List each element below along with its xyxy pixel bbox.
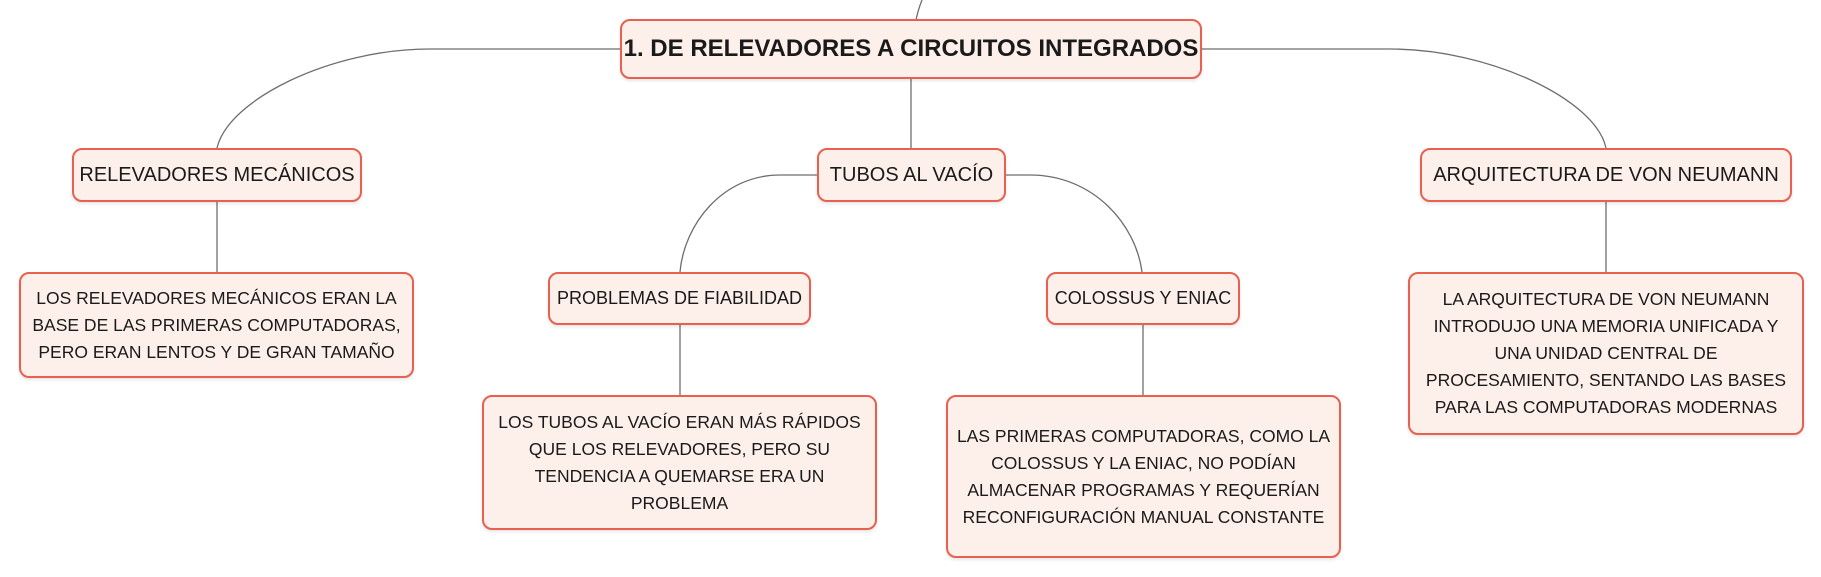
detail-relevadores-mecanicos-text: LOS RELEVADORES MECÁNICOS ERAN LA BASE D…: [32, 287, 401, 362]
subtopic-problemas-de-fiabilidad[interactable]: PROBLEMAS DE FIABILIDAD: [548, 272, 811, 325]
subtopic-colossus-y-eniac-label: COLOSSUS Y ENIAC: [1054, 288, 1232, 308]
detail-arquitectura-von-neumann-text: LA ARQUITECTURA DE VON NEUMANN INTRODUJO…: [1425, 289, 1787, 417]
subtopic-colossus-y-eniac[interactable]: COLOSSUS Y ENIAC: [1046, 272, 1240, 325]
connector-tubos-fiabilidad: [679, 174, 818, 273]
topic-relevadores-mecanicos[interactable]: RELEVADORES MECÁNICOS: [72, 148, 362, 202]
topic-tubos-al-vacio-label: TUBOS AL VACÍO: [829, 163, 994, 186]
connector-tubos-colossus: [1005, 174, 1143, 273]
subtopic-problemas-de-fiabilidad-label: PROBLEMAS DE FIABILIDAD: [556, 288, 803, 308]
root-label: 1. DE RELEVADORES A CIRCUITOS INTEGRADOS: [623, 35, 1199, 62]
connector-root-parent: [915, 0, 923, 21]
root-node[interactable]: 1. DE RELEVADORES A CIRCUITOS INTEGRADOS: [620, 19, 1202, 79]
connector-root-mecanicos: [216, 48, 622, 149]
detail-relevadores-mecanicos[interactable]: LOS RELEVADORES MECÁNICOS ERAN LA BASE D…: [19, 272, 414, 378]
detail-colossus-y-eniac[interactable]: LAS PRIMERAS COMPUTADORAS, COMO LA COLOS…: [946, 395, 1341, 558]
connector-root-vonneumann: [1202, 48, 1607, 149]
topic-arquitectura-von-neumann[interactable]: ARQUITECTURA DE VON NEUMANN: [1420, 148, 1792, 202]
detail-problemas-de-fiabilidad[interactable]: LOS TUBOS AL VACÍO ERAN MÁS RÁPIDOS QUE …: [482, 395, 877, 530]
detail-problemas-de-fiabilidad-text: LOS TUBOS AL VACÍO ERAN MÁS RÁPIDOS QUE …: [498, 411, 861, 513]
topic-tubos-al-vacio[interactable]: TUBOS AL VACÍO: [817, 148, 1006, 202]
topic-relevadores-mecanicos-label: RELEVADORES MECÁNICOS: [79, 163, 355, 186]
detail-colossus-y-eniac-text: LAS PRIMERAS COMPUTADORAS, COMO LA COLOS…: [956, 425, 1331, 527]
topic-arquitectura-von-neumann-label: ARQUITECTURA DE VON NEUMANN: [1433, 163, 1779, 186]
detail-arquitectura-von-neumann[interactable]: LA ARQUITECTURA DE VON NEUMANN INTRODUJO…: [1408, 272, 1804, 435]
